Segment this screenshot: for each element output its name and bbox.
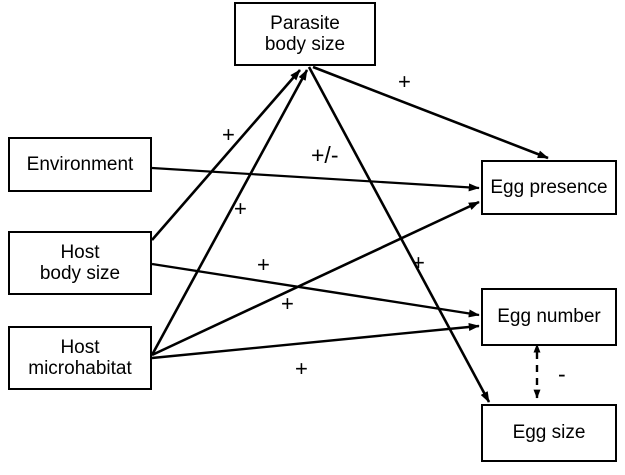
- node-egg-number[interactable]: Egg number: [481, 288, 617, 346]
- node-egg-size[interactable]: Egg size: [481, 404, 617, 462]
- node-host-body-size[interactable]: Host body size: [8, 231, 152, 295]
- node-egg-presence[interactable]: Egg presence: [481, 160, 617, 215]
- edge-host-body-size-to-parasite-body-size: [151, 69, 301, 241]
- edge-sign-host-microhabitat-to-egg-presence: +: [412, 250, 425, 275]
- edge-sign-egg-number-egg-size-correlation: -: [558, 361, 566, 387]
- edge-sign-parasite-body-size-to-egg-size: +/-: [311, 142, 339, 168]
- edge-parasite-body-size-to-egg-presence: [312, 65, 549, 160]
- edge-sign-host-body-size-to-egg-number: +: [257, 252, 270, 277]
- edge-sign-host-microhabitat-to-egg-presence-lower: +: [281, 291, 294, 316]
- node-environment[interactable]: Environment: [8, 137, 152, 192]
- edge-sign-parasite-body-size-to-egg-presence: +: [398, 69, 411, 94]
- edge-host-microhabitat-to-parasite-body-size: [150, 69, 309, 356]
- node-parasite-body-size[interactable]: Parasite body size: [234, 2, 376, 66]
- edge-host-microhabitat-to-egg-number: [151, 323, 480, 360]
- edge-host-body-size-to-egg-number: [151, 262, 480, 318]
- edge-sign-host-microhabitat-to-parasite-body-size: +: [234, 196, 247, 221]
- edge-parasite-body-size-to-egg-size: [307, 66, 491, 403]
- edge-sign-host-body-size-to-parasite-body-size: +: [222, 122, 235, 147]
- edge-host-microhabitat-to-egg-presence: [151, 200, 480, 357]
- edge-sign-host-microhabitat-to-egg-number: +: [295, 356, 308, 381]
- edge-environment-to-egg-presence: [151, 166, 480, 192]
- node-host-microhabitat[interactable]: Host microhabitat: [8, 326, 152, 390]
